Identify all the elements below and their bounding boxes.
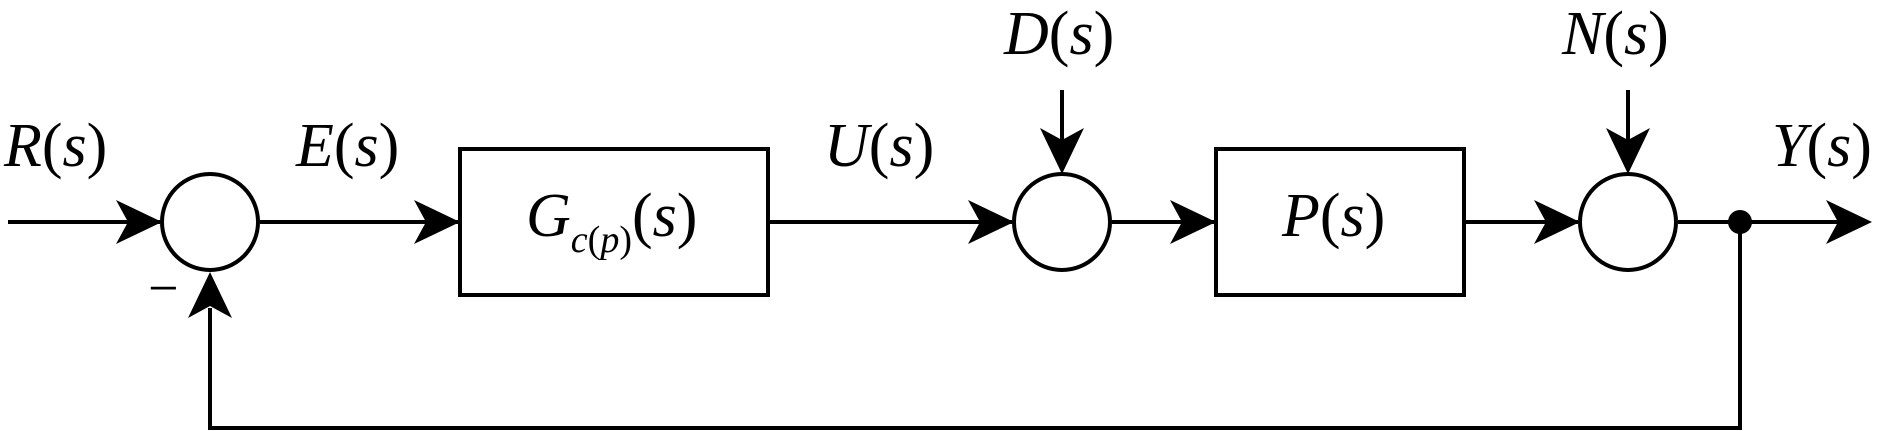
reference-signal-label: R(s) [3,112,107,180]
feedback-minus-sign: − [148,258,178,318]
error-signal-label: E(s) [295,112,399,180]
plant-output-arrowhead [1534,200,1580,244]
control-signal-label: U(s) [824,112,934,180]
plant-block-label: P(s) [1281,182,1385,250]
controller-block-label: Gc(p)(s) [526,182,697,261]
error-arrowhead [414,200,460,244]
output-signal-label: Y(s) [1772,112,1872,180]
control-arrowhead [968,200,1014,244]
noise-signal-label: N(s) [1561,0,1669,68]
feedback-arrowhead [188,272,232,318]
noise-arrowhead [1606,128,1650,174]
feedback-line [208,222,1742,430]
output-takeoff-point [1728,210,1752,234]
output-arrowhead [1826,200,1872,244]
noise-summing-junction [1578,172,1678,272]
disturbance-arrowhead [1040,128,1084,174]
plant-input-arrowhead [1170,200,1216,244]
disturbance-summing-junction [1012,172,1112,272]
disturbance-signal-label: D(s) [1003,0,1114,68]
input-arrowhead [116,200,162,244]
error-summing-junction [160,172,260,272]
